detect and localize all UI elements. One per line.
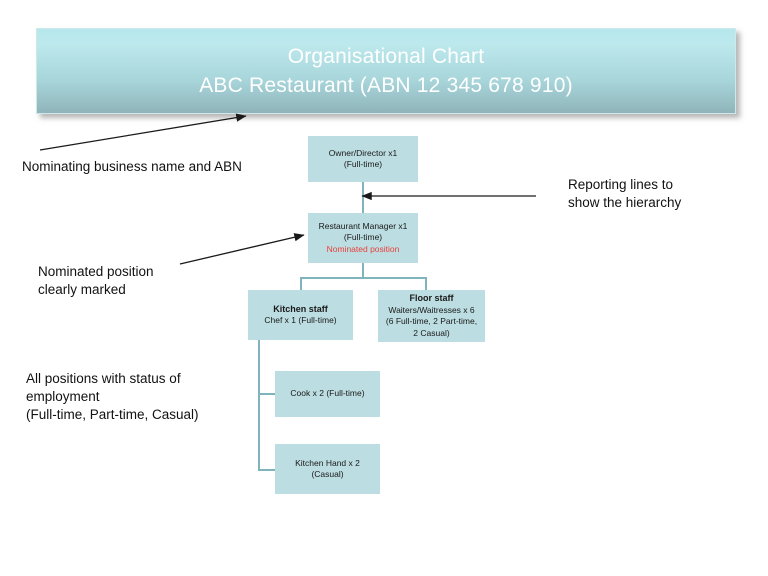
callout-text-abn: Nominating business name and ABN [22, 159, 242, 174]
org-node-manager-line-1: Restaurant Manager x1 [318, 220, 408, 231]
org-node-kitchen-hand-line-1: Kitchen Hand x 2 [295, 457, 360, 468]
org-node-floor-heading: Floor staff [409, 293, 454, 303]
org-node-floor-line-4: 2 Casual) [413, 327, 450, 338]
org-node-owner-line-1: Owner/Director x1 [328, 147, 398, 158]
org-node-cook[interactable]: Cook x 2 (Full-time) [275, 371, 380, 417]
org-node-cook-line-1: Cook x 2 (Full-time) [290, 388, 365, 399]
connector-manager-bus [300, 277, 426, 279]
org-node-floor-staff[interactable]: Floor staff Waiters/Waitresses x 6 (6 Fu… [378, 290, 485, 342]
callout-arrow-abn-icon [39, 113, 247, 151]
connector-bus-to-floor [425, 277, 427, 290]
banner-title-line-2: ABC Restaurant (ABN 12 345 678 910) [199, 74, 573, 97]
org-node-manager-nominated-label: Nominated position [326, 243, 400, 254]
org-node-kitchen-hand-line-2: (Casual) [311, 469, 344, 479]
callout-text-nominated-position: Nominated position clearly marked [38, 264, 154, 297]
org-node-floor-line-2: Waiters/Waitresses x 6 [388, 304, 475, 315]
callout-text-employment-status: All positions with status of employment … [26, 371, 199, 422]
callout-text-reporting-lines: Reporting lines to show the hierarchy [568, 177, 682, 210]
connector-spine-to-kitchen-hand [258, 469, 276, 471]
callout-arrow-reporting-lines-icon [361, 191, 536, 201]
title-banner: Organisational Chart ABC Restaurant (ABN… [36, 28, 736, 114]
callout-arrow-nominated-position-icon [179, 233, 305, 265]
org-node-manager-line-2: (Full-time) [343, 232, 383, 243]
org-node-kitchen-staff[interactable]: Kitchen staff Chef x 1 (Full-time) [248, 290, 353, 340]
connector-bus-to-kitchen [300, 277, 302, 290]
connector-spine-to-cook [258, 393, 276, 395]
org-node-kitchen-line-2: Chef x 1 (Full-time) [264, 315, 337, 325]
org-node-restaurant-manager[interactable]: Restaurant Manager x1 (Full-time) Nomina… [308, 213, 418, 263]
org-node-owner-line-2: (Full-time) [343, 159, 383, 169]
connector-kitchen-spine [258, 340, 260, 470]
banner-title-line-1: Organisational Chart [287, 45, 485, 68]
org-node-kitchen-heading: Kitchen staff [273, 303, 328, 314]
org-node-owner-director[interactable]: Owner/Director x1 (Full-time) [308, 136, 418, 182]
connector-manager-down [362, 263, 364, 278]
org-node-kitchen-hand[interactable]: Kitchen Hand x 2 (Casual) [275, 444, 380, 494]
org-node-floor-line-3: (6 Full-time, 2 Part-time, [385, 316, 478, 326]
